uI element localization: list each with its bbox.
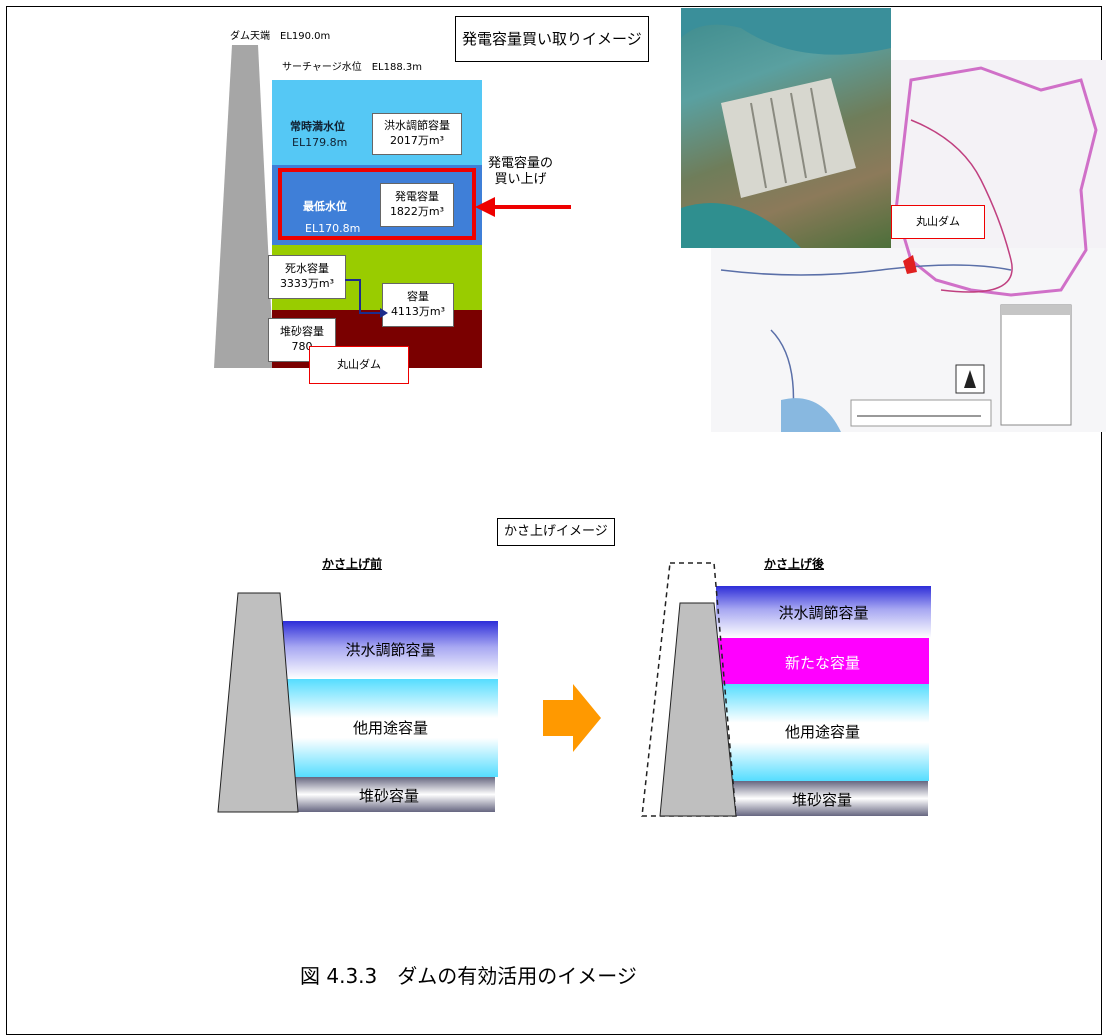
transition-arrow-icon: [543, 684, 601, 752]
after-new-label: 新たな容量: [784, 654, 860, 672]
before-dam-body: [217, 592, 299, 813]
dam-photo: [681, 8, 891, 248]
before-flood-label: 洪水調節容量: [345, 641, 436, 659]
before-sediment-label: 堆砂容量: [358, 787, 419, 805]
sediment-value: 780: [291, 340, 313, 353]
after-new-layer: 新たな容量: [716, 638, 929, 684]
min-level-label: 最低水位: [303, 200, 347, 213]
maruyama-label-box: 丸山ダム: [309, 346, 409, 384]
connector-arrow: [345, 279, 388, 318]
dead-water-box: 死水容量 3333万m³: [268, 255, 346, 299]
sediment-label: 堆砂容量: [280, 325, 324, 338]
dam-body-shape: [214, 45, 274, 368]
normal-full-el: EL179.8m: [292, 136, 348, 149]
power-cap-value: 1822万m³: [389, 205, 445, 218]
flood-control-value: 2017万m³: [389, 134, 445, 147]
capacity-label: 容量: [407, 290, 429, 303]
after-flood-label: 洪水調節容量: [778, 604, 869, 622]
purchase-label-line1: 発電容量の: [488, 156, 554, 171]
basin-map-drawing: [711, 60, 1106, 433]
power-cap-box: 発電容量 1822万m³: [380, 183, 454, 227]
flood-control-label: 洪水調節容量: [384, 119, 450, 132]
after-flood-layer: 洪水調節容量: [716, 586, 931, 638]
dead-water-value: 3333万m³: [279, 277, 335, 290]
purchase-label: 発電容量の 買い上げ: [488, 156, 553, 188]
min-level-el: EL170.8m: [305, 222, 361, 235]
before-other-layer: 他用途容量: [283, 679, 498, 777]
power-highlight: [278, 168, 476, 240]
purchase-arrow: [475, 197, 571, 217]
figure-caption: 図 4.3.3 ダムの有効活用のイメージ: [300, 964, 637, 988]
figure1-title: 発電容量買い取りイメージ: [455, 16, 649, 62]
after-dam-body: [641, 562, 737, 817]
dead-water-label: 死水容量: [285, 262, 329, 275]
dam-photo-drawing: [681, 8, 891, 248]
dam-crest-label: ダム天端 EL190.0m: [230, 31, 331, 42]
purchase-label-line2: 買い上げ: [494, 172, 547, 187]
before-sediment-layer: 堆砂容量: [283, 777, 495, 812]
map-dam-label: 丸山ダム: [891, 205, 985, 239]
after-label: かさ上げ後: [764, 557, 825, 571]
after-sediment-layer: 堆砂容量: [716, 781, 928, 816]
capacity-value: 4113万m³: [390, 305, 446, 318]
basin-map: [681, 60, 1106, 433]
after-other-label: 他用途容量: [784, 723, 860, 741]
power-cap-label: 発電容量: [395, 190, 439, 203]
flood-control-box: 洪水調節容量 2017万m³: [372, 113, 462, 155]
surcharge-label: サーチャージ水位 EL188.3m: [282, 62, 422, 73]
before-flood-layer: 洪水調節容量: [283, 621, 498, 679]
after-other-layer: 他用途容量: [716, 684, 929, 781]
figure2-title: かさ上げイメージ: [497, 518, 615, 546]
capacity-box: 容量 4113万m³: [382, 283, 454, 327]
normal-full-label: 常時満水位: [290, 120, 345, 133]
after-sediment-label: 堆砂容量: [791, 791, 852, 809]
page-frame: [6, 6, 1102, 1035]
before-label: かさ上げ前: [322, 557, 383, 571]
before-other-label: 他用途容量: [352, 719, 428, 737]
